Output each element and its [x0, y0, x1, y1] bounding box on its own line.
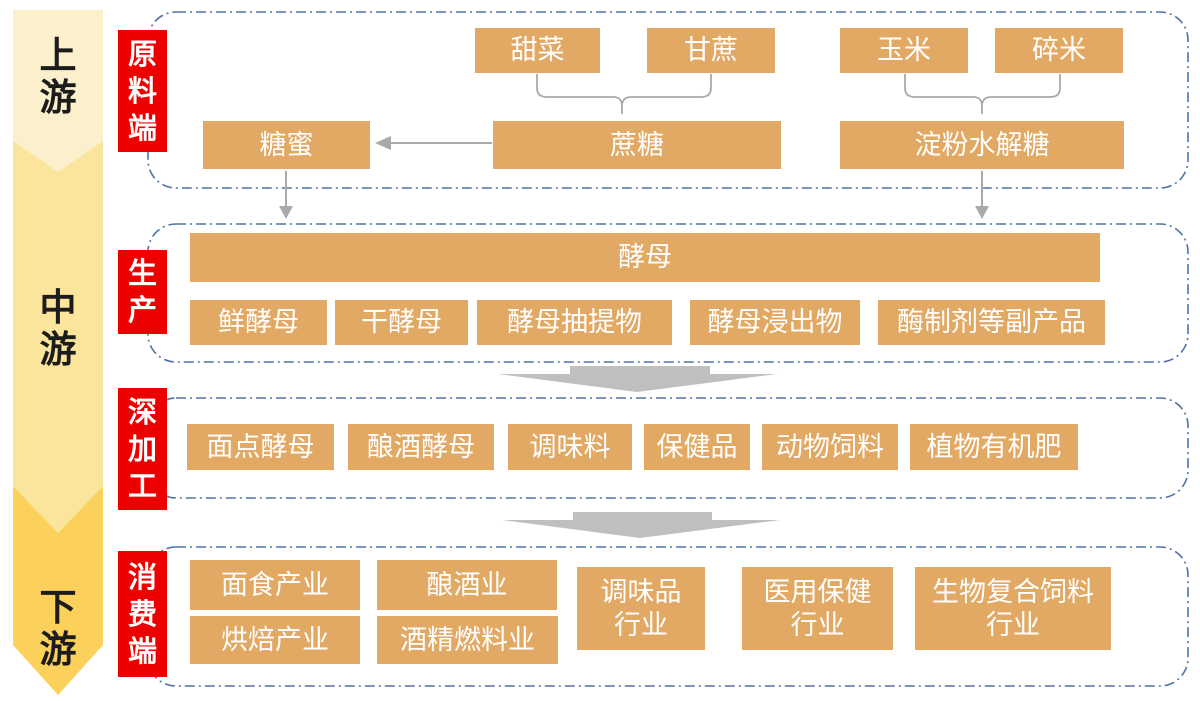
- node-sugar-beet: 甜菜: [475, 28, 600, 73]
- node-broken-rice: 碎米: [995, 28, 1123, 73]
- node-seasoning-industry: 调味品 行业: [577, 567, 705, 650]
- stage-label-production-text: 生产: [127, 256, 157, 327]
- stage-label-consumption-text: 消费端: [127, 559, 157, 668]
- node-brewing-yeast: 酿酒酵母: [348, 424, 494, 470]
- downstream-chevron-segment: [13, 486, 103, 695]
- arrow-molasses-down-head-icon: [279, 206, 293, 219]
- stage-label-deep-processing: 深加工: [118, 388, 167, 510]
- stage-label-production: 生产: [118, 250, 167, 334]
- block-arrow-processing-to-consumption-icon: [502, 512, 780, 538]
- node-yeast-extract: 酵母抽提物: [477, 300, 672, 345]
- raw-material-container-border: [147, 11, 1189, 189]
- node-fresh-yeast: 鲜酵母: [190, 300, 327, 345]
- node-starch-hydrolysate-sugar: 淀粉水解糖: [840, 121, 1124, 169]
- block-arrow-production-to-processing-icon: [498, 366, 777, 392]
- stage-label-raw-material-text: 原料端: [127, 36, 157, 145]
- brace-corn-rice-icon: [904, 74, 1061, 114]
- node-bio-compound-feed-industry: 生物复合饲料 行业: [915, 567, 1111, 650]
- node-sucrose: 蔗糖: [493, 121, 781, 169]
- node-brewing-industry: 酿酒业: [377, 560, 557, 610]
- node-medical-health-industry: 医用保健 行业: [742, 567, 893, 650]
- node-corn: 玉米: [840, 28, 968, 73]
- stage-label-deep-processing-text: 深加工: [127, 394, 157, 503]
- arrow-starch-down-head-icon: [975, 206, 989, 219]
- node-yeast: 酵母: [190, 233, 1100, 282]
- node-health-products: 保健品: [644, 424, 750, 470]
- side-label-downstream: 下游: [39, 585, 77, 671]
- node-flour-food-industry: 面食产业: [190, 560, 360, 610]
- midstream-chevron-segment: [13, 141, 103, 533]
- node-baking-yeast: 面点酵母: [187, 424, 334, 470]
- node-yeast-leachate: 酵母浸出物: [690, 300, 860, 345]
- brace-beet-sugarcane-icon: [536, 74, 712, 114]
- node-molasses: 糖蜜: [203, 121, 370, 169]
- node-baking-industry: 烘焙产业: [190, 616, 360, 664]
- node-sugarcane: 甘蔗: [647, 28, 775, 73]
- node-animal-feed: 动物饲料: [762, 424, 898, 470]
- stage-label-raw-material: 原料端: [118, 30, 167, 152]
- arrow-sucrose-to-molasses-head-icon: [375, 136, 391, 150]
- side-label-upstream: 上游: [39, 33, 77, 119]
- stage-label-consumption: 消费端: [118, 551, 167, 677]
- node-dry-yeast: 干酵母: [335, 300, 468, 345]
- node-enzyme-byproducts: 酶制剂等副产品: [878, 300, 1105, 345]
- node-plant-organic-fertilizer: 植物有机肥: [910, 424, 1078, 470]
- upstream-chevron-segment: [13, 10, 103, 172]
- node-alcohol-fuel-industry: 酒精燃料业: [377, 616, 558, 664]
- node-seasoning: 调味料: [508, 424, 632, 470]
- side-label-midstream: 中游: [39, 285, 77, 371]
